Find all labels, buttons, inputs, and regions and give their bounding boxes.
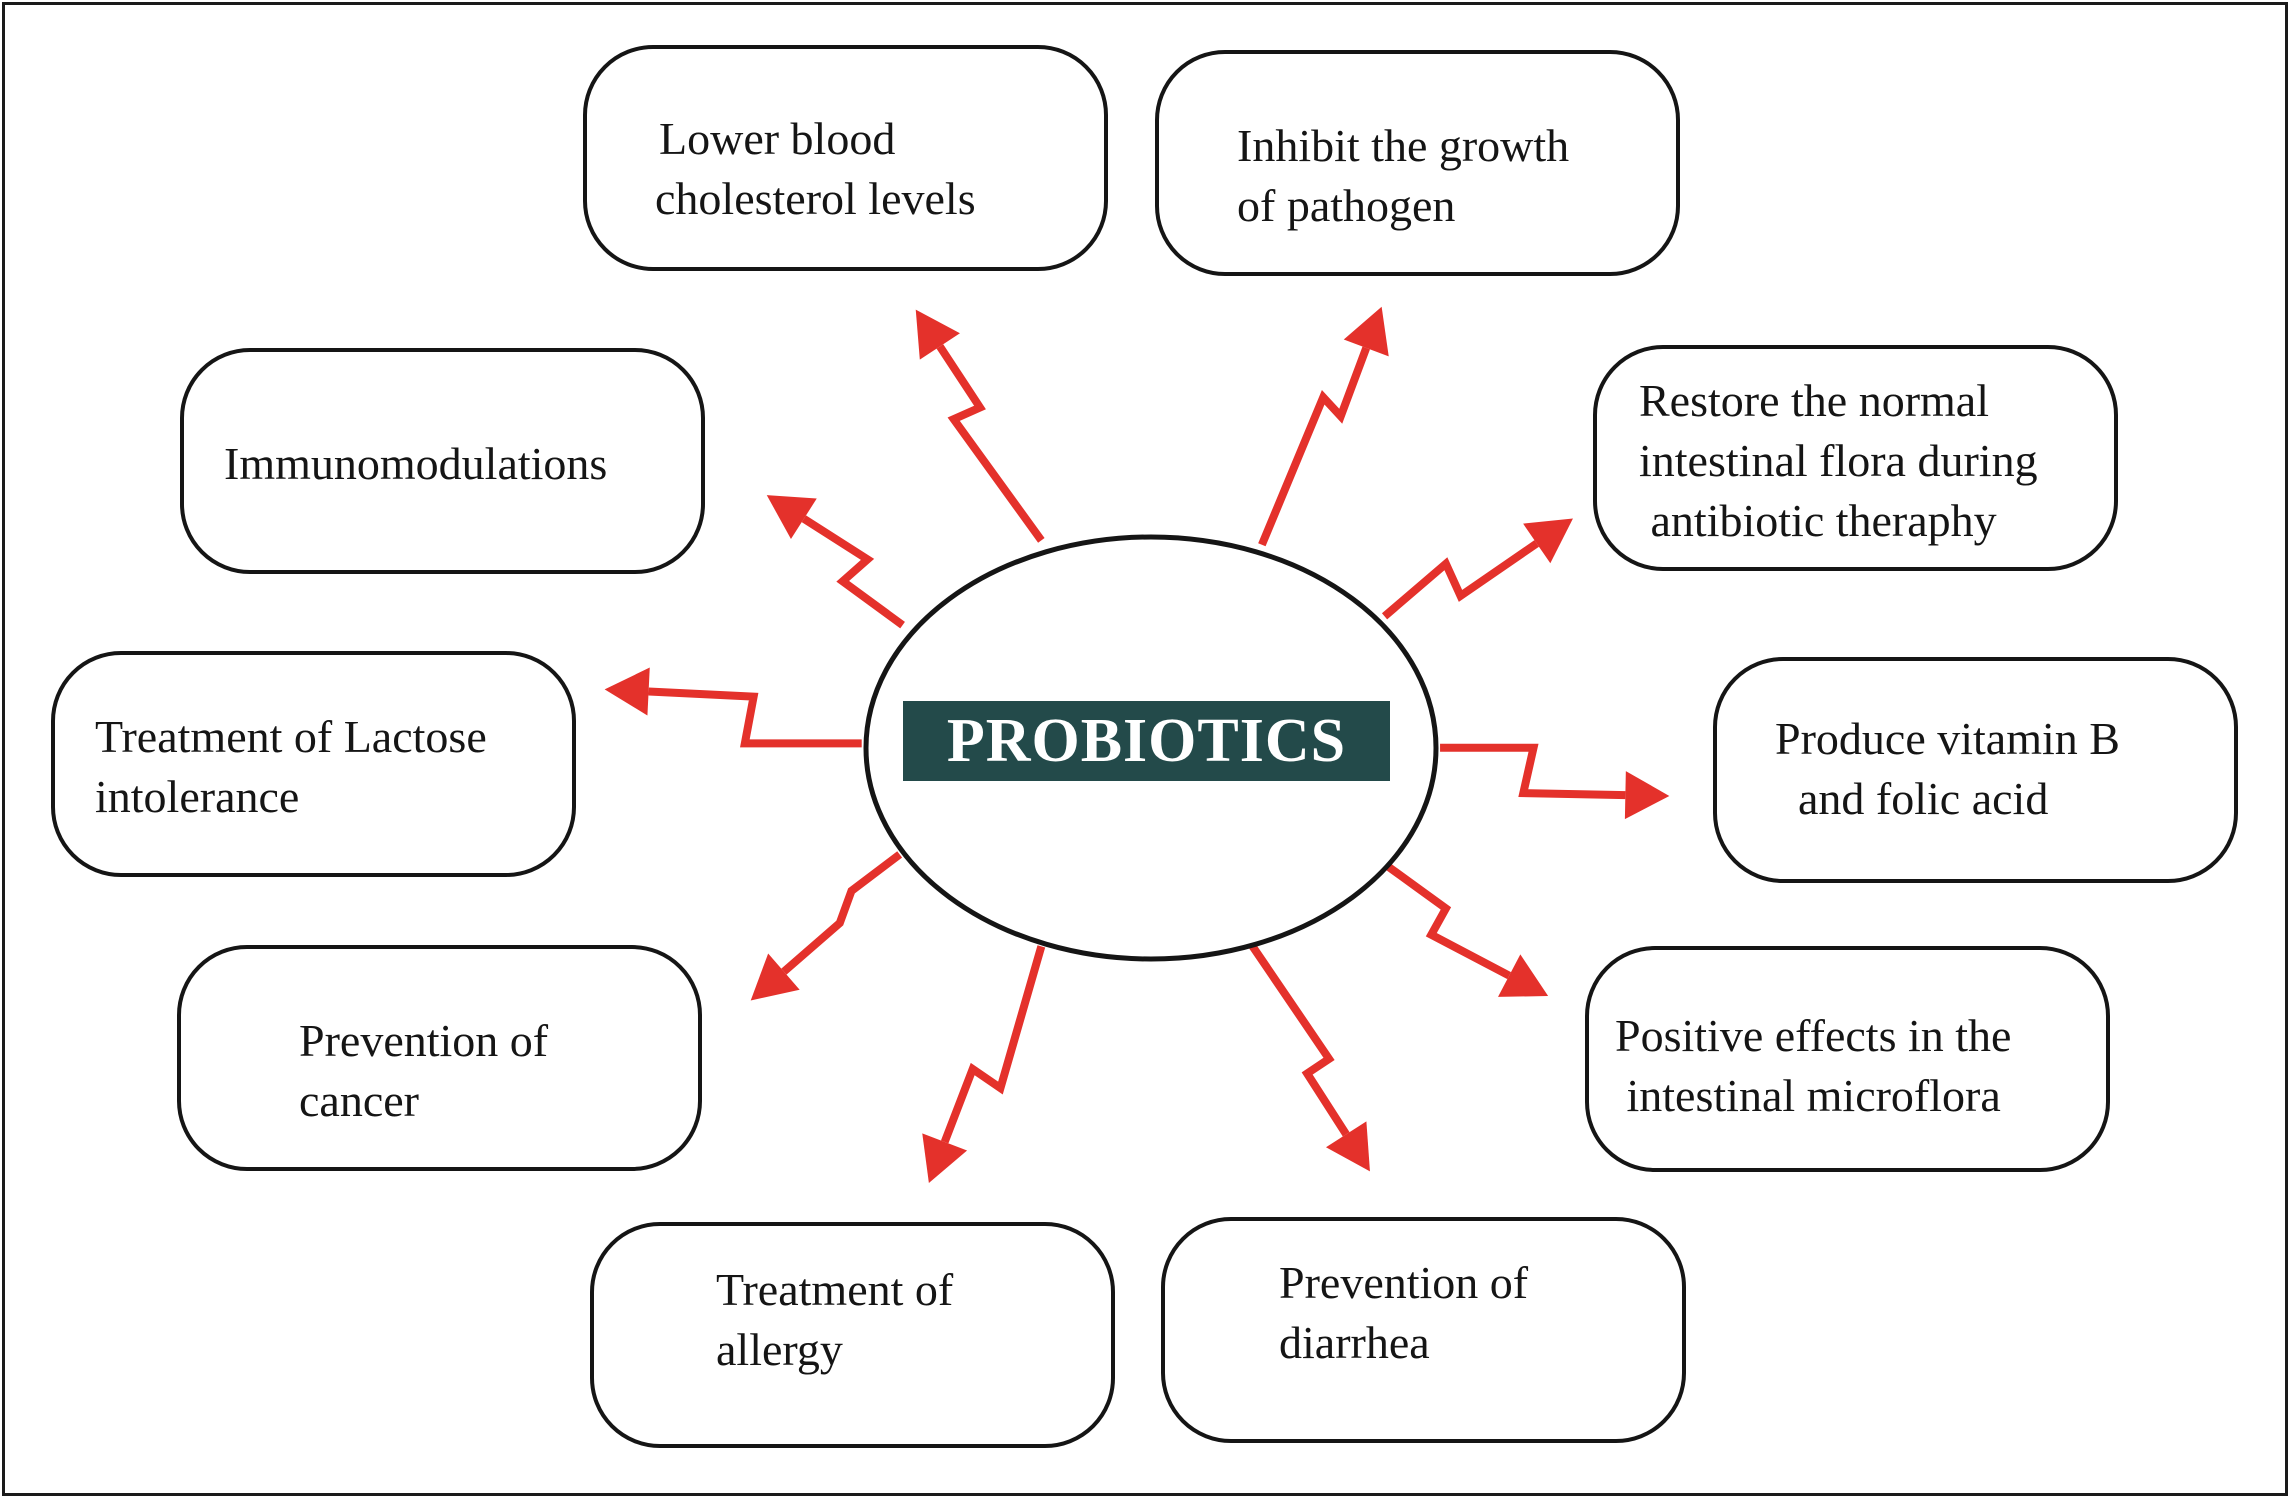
benefit-box-intestinal-flora: Restore the normal intestinal flora durin… (1593, 345, 2118, 571)
arrow-to-vitamin (1440, 743, 1670, 820)
arrowhead-icon (766, 495, 817, 540)
arrowhead-icon (1343, 306, 1389, 357)
arrow-to-cancer (750, 851, 903, 1001)
arrow-to-allergy (922, 945, 1046, 1184)
benefit-box-vitamin: Produce vitamin B and folic acid (1713, 657, 2238, 883)
arrow-to-flora (1381, 518, 1573, 620)
benefit-box-diarrhea: Prevention of diarrhea (1161, 1217, 1686, 1443)
arrow-shaft (1381, 540, 1539, 620)
benefit-line: Prevention of (299, 1015, 549, 1066)
arrow-shaft (648, 687, 862, 748)
arrowhead-icon (922, 1133, 968, 1184)
benefit-box-immunomodulations: Immunomodulations (180, 348, 705, 574)
benefit-line: cholesterol levels (655, 173, 976, 224)
arrow-to-cholesterol (915, 309, 1045, 543)
benefit-line: Positive effects in the (1615, 1010, 2012, 1061)
benefit-line: intestinal microflora (1615, 1070, 2001, 1121)
arrowhead-icon (750, 953, 800, 1001)
benefit-line: antibiotic theraphy (1639, 495, 1997, 546)
center-label-probiotics: PROBIOTICS (903, 701, 1390, 781)
benefit-line: allergy (716, 1324, 843, 1375)
benefit-line: intolerance (95, 771, 300, 822)
benefit-line: and folic acid (1775, 773, 2049, 824)
benefit-box-lactose: Treatment of Lactose intolerance (51, 651, 576, 877)
benefit-line: intestinal flora during (1639, 435, 2038, 486)
benefit-line: Treatment of (716, 1264, 954, 1315)
benefit-line: cancer (299, 1075, 419, 1126)
arrowhead-icon (1325, 1121, 1370, 1172)
benefit-box-cancer: Prevention of cancer (177, 945, 702, 1171)
benefit-box-allergy: Treatment of allergy (590, 1222, 1115, 1448)
benefit-line: Lower blood (659, 113, 896, 164)
benefit-box-microflora: Positive effects in the intestinal micro… (1585, 946, 2110, 1172)
benefit-line: Immunomodulations (224, 438, 608, 489)
arrow-to-diarrhea (1248, 942, 1370, 1172)
benefit-box-pathogen: Inhibit the growth of pathogen (1155, 50, 1680, 276)
benefit-line: Treatment of Lactose (95, 711, 487, 762)
benefit-line: diarrhea (1279, 1317, 1430, 1368)
benefit-line: Restore the normal (1639, 375, 1990, 426)
arrow-shaft (801, 515, 905, 629)
arrow-shaft (936, 344, 1045, 543)
arrow-shaft (781, 851, 903, 975)
arrowhead-icon (1523, 518, 1573, 564)
arrow-to-pathogen (1258, 306, 1389, 547)
arrow-to-microflora (1385, 862, 1549, 997)
arrowhead-icon (1498, 954, 1549, 997)
arrow-to-lactose (604, 667, 862, 748)
arrowhead-icon (915, 309, 960, 360)
arrow-shaft (1248, 942, 1350, 1137)
arrowhead-icon (1624, 771, 1670, 820)
benefit-line: Inhibit the growth (1237, 120, 1570, 171)
arrow-to-immuno (766, 495, 905, 629)
benefit-line: Produce vitamin B (1775, 713, 2120, 764)
benefit-line: of pathogen (1237, 180, 1456, 231)
benefit-line: Prevention of (1279, 1257, 1529, 1308)
benefit-box-cholesterol: Lower blood cholesterol levels (583, 45, 1108, 271)
arrowhead-icon (604, 667, 650, 716)
arrow-shaft (1258, 346, 1370, 547)
arrow-shaft (1385, 862, 1512, 980)
arrow-shaft (1440, 743, 1626, 800)
arrow-shaft (940, 945, 1046, 1144)
